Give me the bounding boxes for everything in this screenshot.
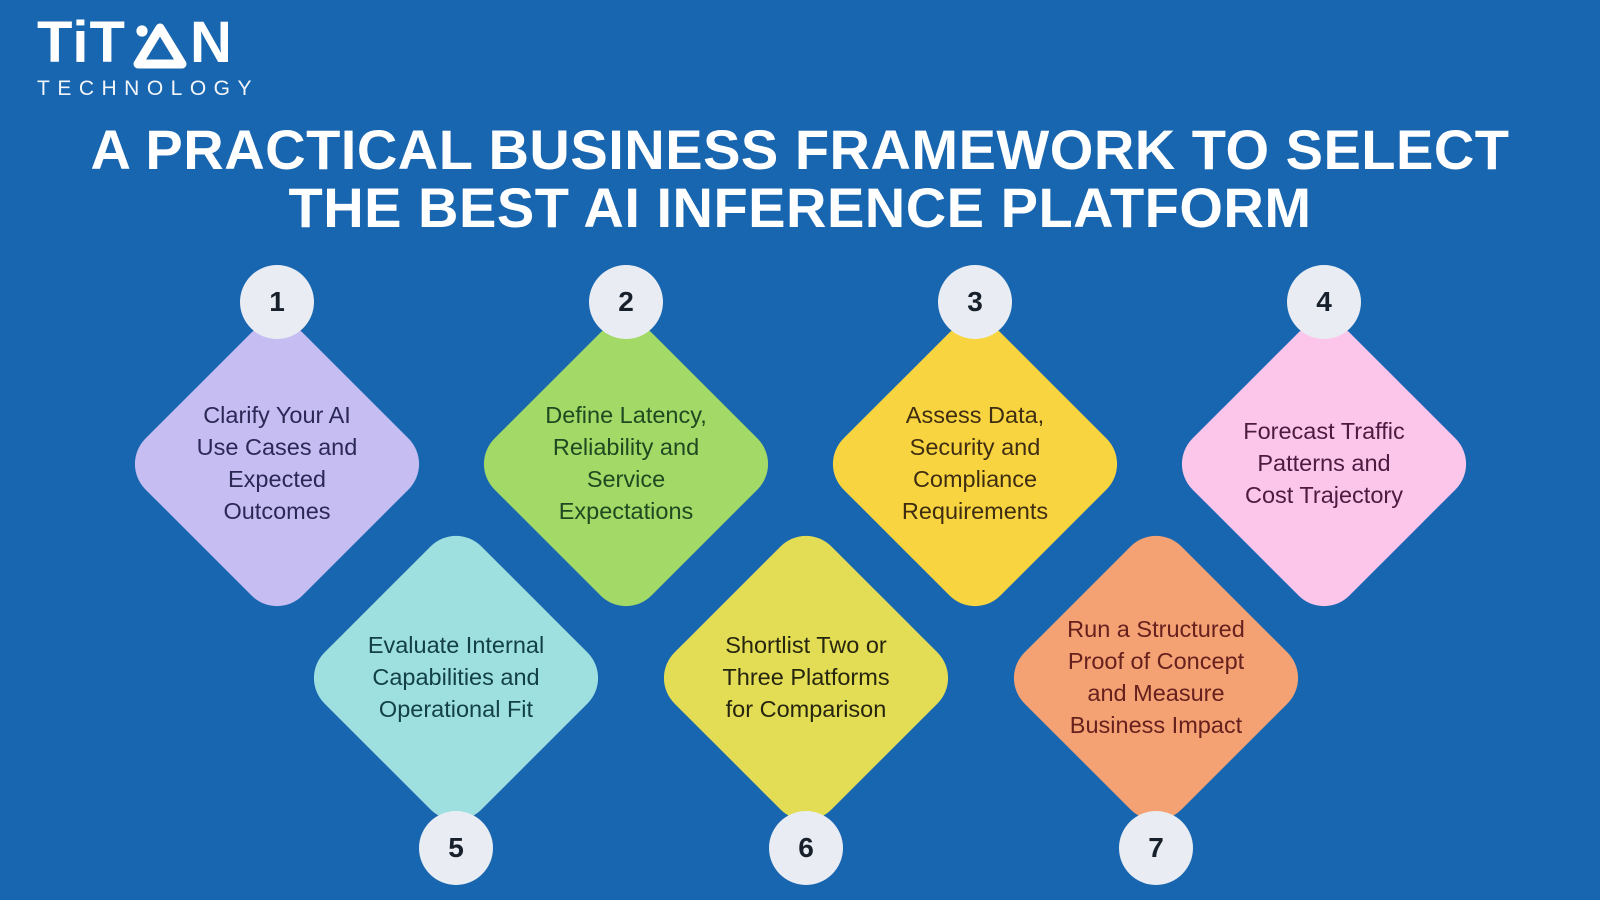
step-number-badge: 3 [938, 265, 1012, 339]
logo-word-start: TiT [37, 10, 126, 75]
step-label: Shortlist Two or Three Platforms for Com… [722, 632, 890, 722]
step-label: Assess Data, Security and Compliance Req… [901, 402, 1049, 524]
step-number-badge: 7 [1119, 811, 1193, 885]
step-number-badge: 2 [589, 265, 663, 339]
titan-logo: TiT N TECHNOLOGY [37, 14, 259, 101]
step-label: Evaluate Internal Capabilities and Opera… [367, 632, 545, 722]
logo-word-end: N [189, 10, 233, 75]
step-number: 3 [967, 286, 983, 317]
step-number: 1 [269, 286, 285, 317]
titan-logo-wordmark: TiT N [37, 14, 259, 72]
step-number: 6 [798, 832, 814, 863]
step-number: 5 [448, 832, 464, 863]
step-number-badge: 1 [240, 265, 314, 339]
step-number-badge: 6 [769, 811, 843, 885]
step-label: Run a Structured Proof of Concept and Me… [1067, 616, 1245, 738]
step-label: Forecast Traffic Patterns and Cost Traje… [1243, 418, 1405, 508]
titan-logo-triangle-icon [133, 23, 187, 69]
step-number: 4 [1316, 286, 1332, 317]
logo-tagline: TECHNOLOGY [37, 77, 260, 100]
page-title: A PRACTICAL BUSINESS FRAMEWORK TO SELECT… [90, 118, 1510, 240]
step-number-badge: 4 [1287, 265, 1361, 339]
step-label: Define Latency, Reliability and Service … [545, 402, 707, 524]
step-label: Clarify Your AI Use Cases and Expected O… [196, 402, 358, 524]
step-number: 7 [1148, 832, 1164, 863]
step-number-badge: 5 [419, 811, 493, 885]
step-number: 2 [618, 286, 634, 317]
